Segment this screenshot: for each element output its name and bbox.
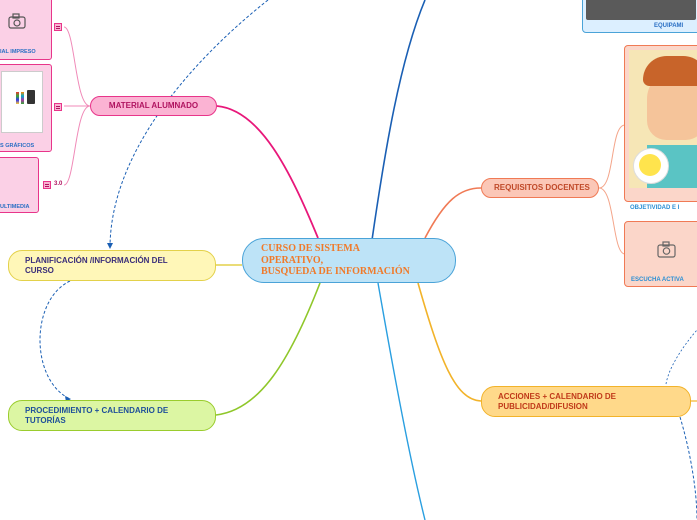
- topic-label-line-1: PROCEDIMIENTO + CALENDARIO DE: [25, 406, 169, 416]
- central-topic-line-1: CURSO DE SISTEMA: [261, 243, 360, 255]
- link-procedimiento: [215, 282, 321, 416]
- topic-label-line-2: TUTORÍAS: [25, 415, 66, 425]
- link-bottom: [377, 282, 426, 520]
- material-child-card-1[interactable]: [0, 0, 52, 60]
- material-child-label-1: IAL IMPRESO: [0, 49, 36, 55]
- requisitos-child-card-2[interactable]: [624, 221, 697, 287]
- requisitos-child-card-1[interactable]: [624, 45, 697, 202]
- central-topic[interactable]: CURSO DE SISTEMA OPERATIVO, BUSQUEDA DE …: [242, 238, 456, 283]
- requisitos-child-label-2: ESCUCHA ACTIVA: [631, 277, 684, 283]
- note-icon[interactable]: [54, 23, 62, 31]
- topic-label: REQUISITOS DOCENTES: [494, 183, 590, 193]
- requisitos-child-label-1: OBJETIVIDAD E I: [630, 205, 680, 211]
- boy-illustration: [629, 50, 697, 188]
- central-topic-line-2: OPERATIVO,: [261, 254, 324, 266]
- material-child-label-3: ULTIMEDIA: [0, 204, 30, 210]
- topic-label-line-2: PUBLICIDAD/DIFUSION: [498, 401, 588, 411]
- whiteboard-image: [1, 71, 43, 133]
- link-material: [216, 105, 319, 239]
- topic-planificacion[interactable]: PLANIFICACIÓN /INFORMACIÓN DEL CURSO: [8, 250, 216, 281]
- equipamiento-image: [586, 0, 696, 20]
- central-topic-line-3: BUSQUEDA DE INFORMACIÓN: [261, 266, 410, 278]
- topic-label-line-1: ACCIONES + CALENDARIO DE: [498, 392, 617, 402]
- note-icon[interactable]: [43, 181, 51, 189]
- topic-label: MATERIAL ALUMNADO: [108, 101, 199, 111]
- material-child-card-2[interactable]: [0, 64, 52, 152]
- material-child-card-3[interactable]: [0, 157, 39, 213]
- camera-icon: [657, 241, 676, 258]
- topic-acciones[interactable]: ACCIONES + CALENDARIO DE PUBLICIDAD/DIFU…: [481, 386, 691, 417]
- link-acciones: [417, 282, 482, 402]
- equipamiento-label: EQUIPAMI: [654, 23, 684, 29]
- link-requisitos: [424, 187, 482, 239]
- material-child-label-2: S GRÁFICOS: [0, 143, 35, 149]
- topic-label-line-2: CURSO: [25, 265, 54, 275]
- link-top: [371, 0, 426, 241]
- topic-procedimiento[interactable]: PROCEDIMIENTO + CALENDARIO DE TUTORÍAS: [8, 400, 216, 431]
- topic-material-alumnado[interactable]: MATERIAL ALUMNADO: [90, 96, 217, 116]
- note-icon[interactable]: [54, 103, 62, 111]
- camera-icon: [8, 13, 26, 29]
- relation-link-2: [39, 280, 71, 400]
- count-badge: 3.0: [54, 181, 63, 187]
- relation-link-1: [109, 0, 269, 249]
- topic-label-line-1: PLANIFICACIÓN /INFORMACIÓN DEL: [25, 256, 168, 266]
- relation-link-3: [679, 416, 697, 520]
- topic-requisitos-docentes[interactable]: REQUISITOS DOCENTES: [481, 178, 599, 198]
